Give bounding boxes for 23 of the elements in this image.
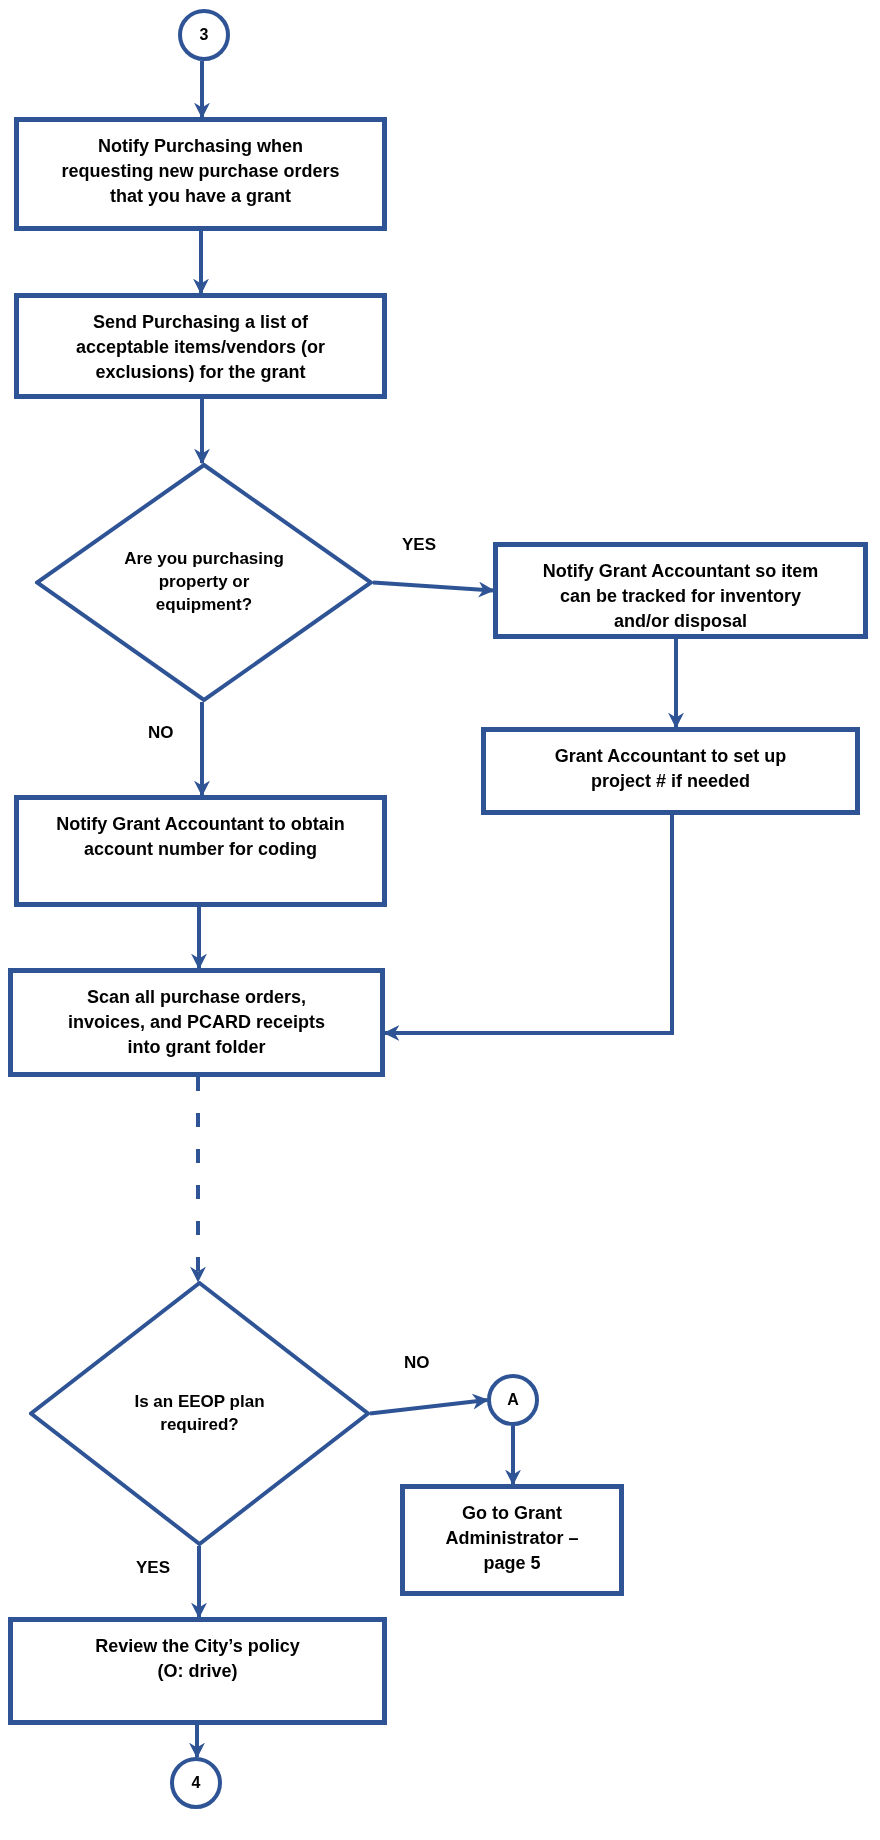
arrow xyxy=(190,1077,206,1283)
process-box: Notify Grant Accountant so item can be tracked for inventory and/or disposal xyxy=(493,542,868,639)
arrow xyxy=(383,815,674,1041)
process-box: Go to Grant Administrator – page 5 xyxy=(400,1484,624,1596)
process-box: Notify Grant Accountant to obtain account number for coding xyxy=(14,795,387,907)
arrow xyxy=(372,580,495,598)
arrow xyxy=(369,1393,489,1416)
node-text: Are you purchasing property or equipment? xyxy=(123,548,285,616)
process-box: Send Purchasing a list of acceptable items/vendors (or exclusions) for the grant xyxy=(14,293,387,399)
process-box: Review the City’s policy (O: drive) xyxy=(8,1617,387,1725)
arrow xyxy=(505,1426,521,1486)
arrow xyxy=(668,639,684,729)
arrow xyxy=(191,907,207,970)
arrow xyxy=(193,231,209,295)
node-text: Is an EEOP plan required? xyxy=(133,1390,266,1436)
arrow xyxy=(189,1725,205,1759)
arrow xyxy=(194,61,210,119)
arrow xyxy=(191,1546,207,1619)
arrow xyxy=(194,702,210,797)
arrow xyxy=(194,399,210,465)
process-box: Notify Purchasing when requesting new purchase orders that you have a grant xyxy=(14,117,387,231)
process-box: Scan all purchase orders, invoices, and PCARD receipts into grant folder xyxy=(8,968,385,1077)
process-box: Grant Accountant to set up project # if needed xyxy=(481,727,860,815)
